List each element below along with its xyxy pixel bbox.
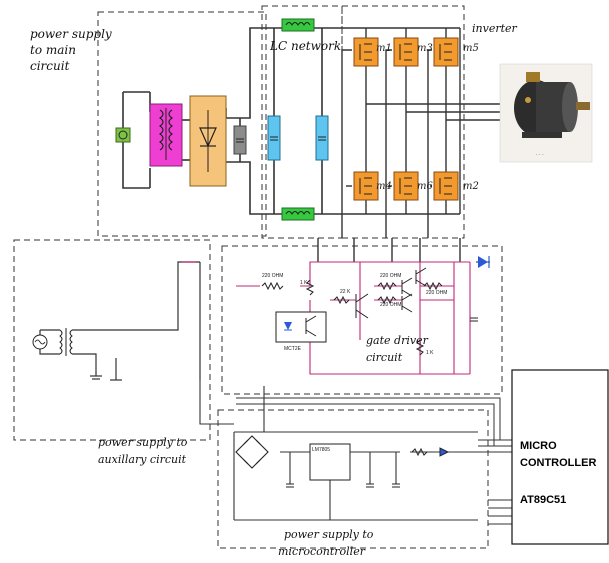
lc-inductor-top	[281, 18, 315, 32]
switch-label-m3: m3	[417, 43, 433, 54]
switch-m2	[433, 171, 459, 201]
mcu-signal-lines	[236, 397, 512, 525]
optocoupler-icon	[275, 311, 327, 343]
gate-driver-label-2: circuit	[366, 351, 403, 364]
inverter-label: inverter	[472, 22, 518, 35]
label-r220-b: 220 OHM	[380, 273, 401, 279]
mcu-label-3: AT89C51	[520, 494, 566, 506]
switch-m4	[353, 171, 379, 201]
switch-label-m1: m1	[376, 43, 392, 54]
gate-driver-label-1: gate driver	[366, 334, 429, 347]
label-r1k-b: 1 K	[426, 350, 434, 356]
mcu-label-1: MICRO	[520, 440, 557, 452]
lc-network-label: LC network	[269, 39, 341, 53]
mcu-supply-label-2: microcontroller	[278, 545, 366, 558]
motor-photo-icon: · · ·	[499, 63, 593, 163]
switch-label-m5: m5	[463, 43, 479, 54]
gate-transistors	[355, 267, 427, 319]
switch-m3	[393, 37, 419, 67]
lc-inductor-bottom	[281, 207, 315, 221]
aux-transformer-icon	[59, 328, 73, 356]
label-opto: MCT2E	[284, 346, 302, 352]
main-supply-label-3: circuit	[30, 59, 70, 73]
dc-link-capacitor	[233, 125, 247, 155]
rectifier-icon	[189, 95, 227, 187]
gate-driver-components	[261, 279, 443, 356]
switch-m5	[433, 37, 459, 67]
aux-supply-region	[13, 239, 211, 441]
switch-label-m2: m2	[463, 181, 479, 192]
aux-supply-label-1: power supply to	[98, 436, 188, 449]
label-regulator: LM7805	[312, 447, 330, 453]
switch-label-m6: m6	[417, 181, 433, 192]
aux-supply-label-2: auxillary circuit	[98, 453, 187, 466]
label-r220-a: 220 OHM	[262, 273, 283, 279]
label-r22k: 22 K	[340, 289, 351, 295]
main-supply-label-2: to main	[30, 43, 76, 57]
gate-driver-region	[221, 245, 503, 395]
main-supply-region	[97, 11, 267, 237]
bridge-rectifier-icon	[235, 435, 269, 469]
lc-capacitor-1	[267, 115, 281, 161]
lc-capacitor-2	[315, 115, 329, 161]
gate-wires	[317, 238, 461, 262]
label-r220-d: 220 OHM	[426, 290, 447, 296]
main-supply-label-1: power supply	[30, 27, 112, 41]
microcontroller-block	[511, 369, 609, 545]
ac-source-icon	[115, 127, 131, 143]
voltage-regulator-icon	[309, 443, 351, 481]
switch-m1	[353, 37, 379, 67]
mcu-supply-wires	[199, 380, 478, 521]
svg-text:· · ·: · · ·	[536, 152, 544, 158]
switch-label-m4: m4	[376, 181, 392, 192]
switch-m6	[393, 171, 419, 201]
inverter-wires	[341, 28, 500, 238]
output-diode-icon	[470, 256, 490, 322]
mcu-supply-region	[217, 409, 489, 549]
label-r220-c: 220 OHM	[380, 302, 401, 308]
mcu-label-2: CONTROLLER	[520, 457, 596, 469]
mcu-supply-label-1: power supply to	[284, 528, 374, 541]
label-r1k-a: 1 K	[300, 280, 308, 286]
aux-ac-source-icon	[32, 334, 48, 350]
mcu-supply-caps	[286, 447, 450, 488]
region-boxes	[13, 5, 503, 549]
transformer-icon	[149, 103, 183, 167]
aux-supply	[39, 261, 201, 381]
